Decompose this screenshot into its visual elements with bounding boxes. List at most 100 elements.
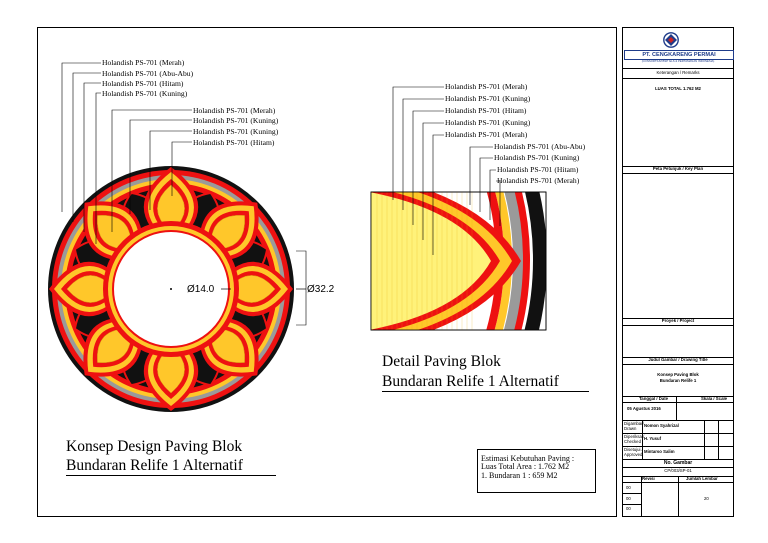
approved-label-1: Disetujui / (624, 447, 643, 452)
rev-row-2: 00 (626, 506, 631, 511)
label-left-top-0: Holandish PS-701 (Merah) (102, 58, 185, 67)
leader-mid-2 (149, 130, 192, 210)
company-logo-icon (663, 32, 679, 48)
tb-divider (622, 433, 734, 434)
drawing-frame (37, 27, 617, 517)
estimate-line2: Luas Total Area : 1.762 M2 (481, 462, 570, 471)
detail-label-6: Holandish PS-701 (Kuning) (494, 153, 580, 162)
tb-vline (642, 420, 643, 459)
detail-leader-r-2 (489, 169, 496, 220)
tb-vline (704, 420, 705, 459)
drawing-no-value: CP/003/SP-01 (664, 468, 692, 473)
petal-inner-7 (211, 215, 245, 249)
detail-label-1: Holandish PS-701 (Kuning) (445, 94, 531, 103)
detail-arc-1 (513, 192, 530, 330)
detail-leader-r-1 (479, 157, 493, 212)
tb-vline (676, 396, 677, 420)
leader-top-0 (61, 62, 101, 212)
detail-leader-r-3 (496, 180, 501, 226)
drawn-label-1: Digambar/ (624, 421, 644, 426)
title-block-frame (622, 27, 734, 517)
tb-vline (718, 420, 719, 459)
petal-inner-3 (97, 329, 131, 363)
main-title-line2: Bundaran Relife 1 Alternatif (66, 458, 276, 476)
detail-leader-0 (392, 86, 444, 200)
date-value: 05 Agustus 2016 (627, 406, 661, 411)
rev-row-1: 00 (626, 496, 631, 501)
estimate-line1: Estimasi Kebutuhan Paving : (481, 454, 575, 463)
tb-divider (622, 504, 641, 505)
date-header: Tanggal / Date (639, 396, 669, 401)
tb-divider (622, 396, 734, 397)
label-left-top-3: Holandish PS-701 (Kuning) (102, 89, 188, 98)
detail-arc-0 (524, 192, 546, 330)
rev-row-0: 00 (626, 485, 631, 490)
leader-top-1 (72, 72, 101, 222)
center-mark (170, 288, 172, 290)
tb-divider (622, 357, 734, 358)
leader-top-3 (95, 92, 101, 244)
detail-leader-1 (402, 98, 444, 210)
tb-divider (622, 493, 641, 494)
tb-divider (622, 78, 734, 79)
tb-divider (622, 318, 734, 319)
drawn-value: Nomon Syahrizal (644, 423, 679, 428)
petal-inner-2 (157, 345, 185, 394)
tb-divider (622, 459, 734, 460)
revisi-header: Revisi (642, 476, 655, 481)
tb-divider (622, 325, 734, 326)
petal-inner-1 (211, 329, 245, 363)
detail-leader-2 (412, 110, 444, 225)
project-header: Proyek / Project (661, 318, 695, 323)
dim-bracket (296, 250, 307, 326)
tb-vline (678, 476, 679, 516)
drawing-title-2: Bundaran Relife 1 (659, 378, 697, 383)
sheets-value: 20 (704, 496, 709, 501)
petal-inner-0 (227, 275, 276, 303)
checked-label-2: Checked (624, 439, 641, 444)
detail-label-8: Holandish PS-701 (Merah) (497, 176, 580, 185)
detail-label-7: Holandish PS-701 (Hitam) (497, 165, 579, 174)
tb-divider (622, 364, 734, 365)
detail-border (370, 191, 547, 331)
leader-mid-3 (171, 141, 192, 196)
petal-inner-4 (66, 275, 115, 303)
main-title-line1: Konsep Design Paving Blok (66, 438, 243, 455)
approved-label-2: Approved (624, 452, 643, 457)
detail-title-line2: Bundaran Relife 1 Alternatif (382, 374, 589, 392)
detail-label-3: Holandish PS-701 (Kuning) (445, 118, 531, 127)
detail-group (371, 192, 546, 330)
sheets-header: Jumlah Lembar (686, 476, 718, 481)
detail-leaf-inner (371, 192, 491, 330)
label-left-mid-3: Holandish PS-701 (Hitam) (193, 138, 275, 147)
checked-label-1: Diperiksa / (624, 434, 645, 439)
checked-value: H. Yusuf (644, 436, 662, 441)
drawn-label-2: Drawn (624, 426, 637, 431)
label-left-mid-0: Holandish PS-701 (Merah) (193, 106, 276, 115)
detail-leader-3 (422, 122, 444, 240)
detail-leader-r-0 (469, 146, 493, 205)
remarks-value: LUAS TOTAL 1.762 M2 (655, 86, 701, 91)
petal-inner-5 (97, 215, 131, 249)
remarks-header: Keterangan / Remarks (656, 70, 700, 75)
tb-divider (622, 173, 734, 174)
drawing-title-header: Judul Gambar / Drawing Title (648, 357, 708, 362)
leader-mid-1 (129, 119, 192, 214)
label-left-top-2: Holandish PS-701 (Hitam) (102, 79, 184, 88)
tb-divider (622, 467, 734, 468)
key-plan-header: Peta Petunjuk / Key Plan (652, 166, 704, 171)
tb-divider (622, 166, 734, 167)
tb-divider (622, 402, 734, 403)
detail-label-4: Holandish PS-701 (Merah) (445, 130, 528, 139)
tb-divider (622, 420, 734, 421)
leader-top-2 (83, 82, 101, 232)
approved-value: Mintarso Salim (644, 449, 675, 454)
dimension-outer: Ø32.2 (307, 284, 335, 295)
drawing-no-header: No. Gambar (663, 460, 693, 466)
estimate-line3: 1. Bundaran 1 : 659 M2 (481, 471, 558, 480)
detail-label-5: Holandish PS-701 (Abu-Abu) (494, 142, 586, 151)
petal-inner-6 (157, 184, 185, 233)
label-left-top-1: Holandish PS-701 (Abu-Abu) (102, 69, 194, 78)
